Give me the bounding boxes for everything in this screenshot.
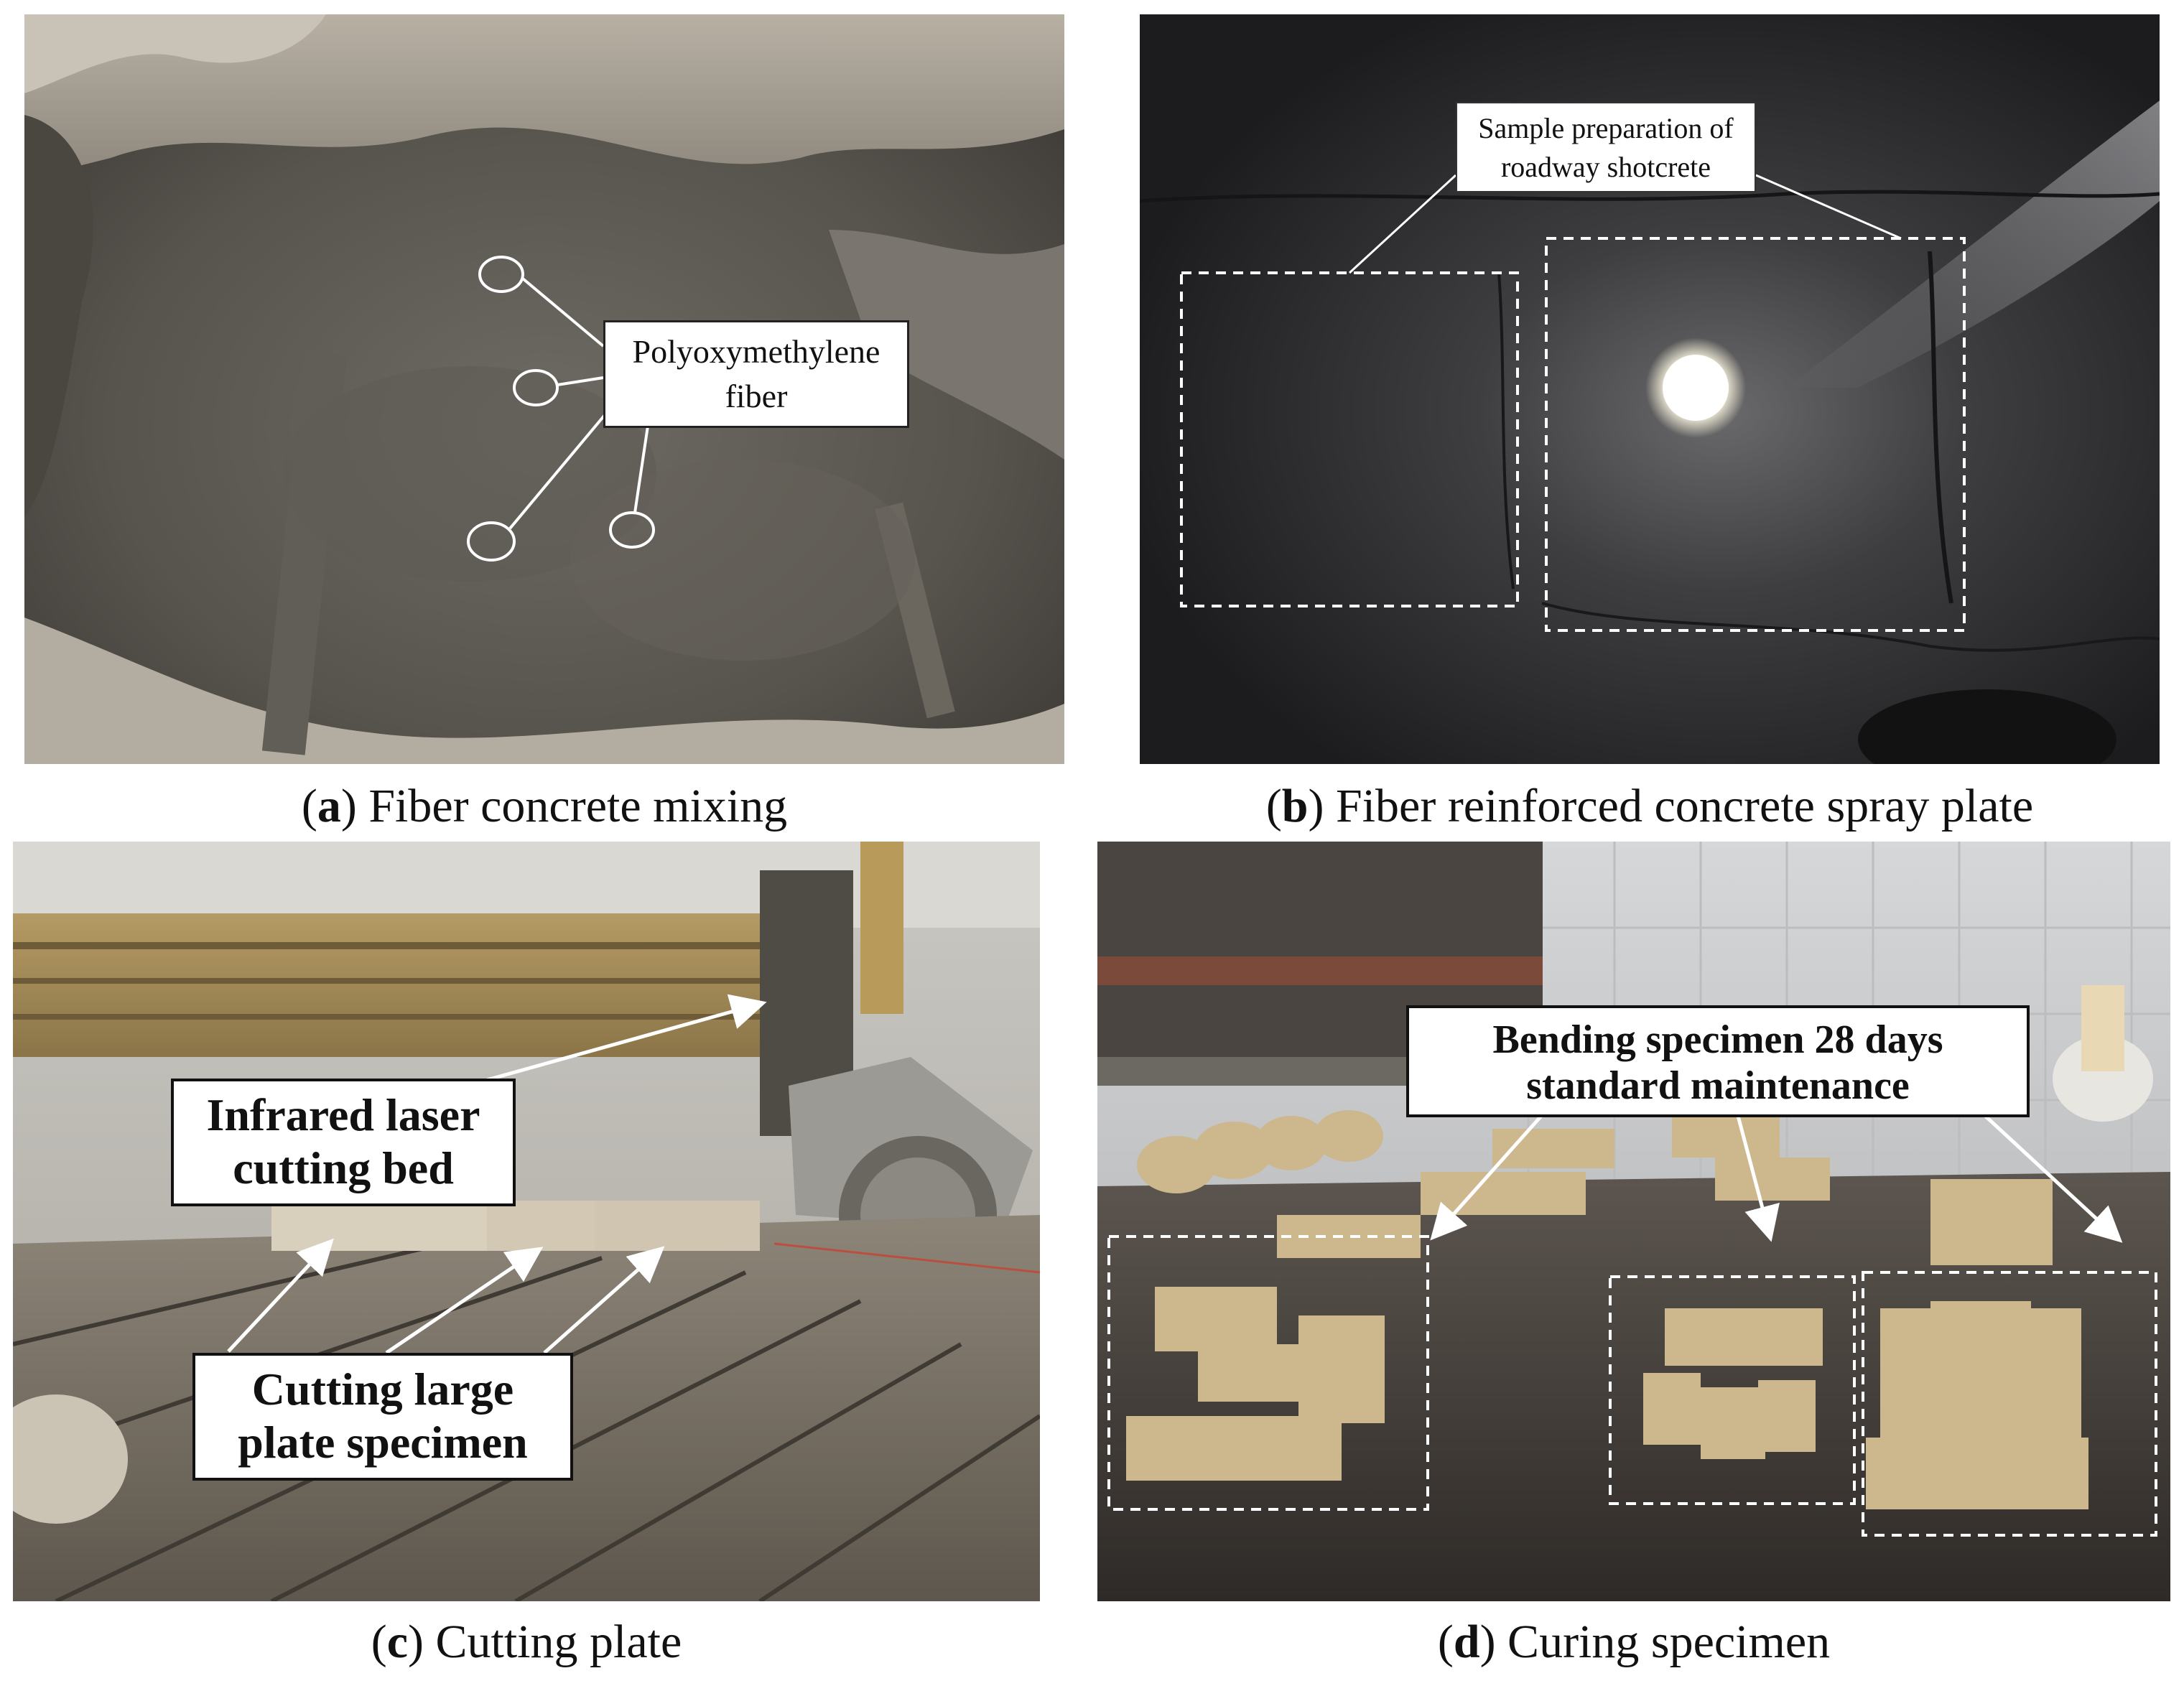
- label-line: Sample preparation of: [1478, 112, 1734, 144]
- sample-preparation-label: Sample preparation of roadway shotcrete: [1456, 102, 1756, 192]
- caption-text: Cutting plate: [423, 1616, 682, 1668]
- caption-letter: c: [386, 1616, 408, 1668]
- curing-specimen-photo: [1097, 842, 2170, 1601]
- label-line: fiber: [725, 378, 788, 414]
- infrared-laser-label: Infrared laser cutting bed: [171, 1079, 516, 1206]
- caption-letter: a: [317, 780, 341, 832]
- caption-c: (c) Cutting plate: [371, 1616, 682, 1668]
- caption-b: (b) Fiber reinforced concrete spray plat…: [1265, 780, 2034, 832]
- caption-letter: b: [1281, 780, 1309, 832]
- bending-specimen-label: Bending specimen 28 days standard mainte…: [1406, 1005, 2030, 1117]
- panel-b-photo: Sample preparation of roadway shotcrete: [1140, 14, 2160, 764]
- caption-d: (d) Curing specimen: [1437, 1616, 1831, 1668]
- cutting-plate-photo: [13, 842, 1040, 1601]
- label-line: standard maintenance: [1526, 1063, 1910, 1108]
- caption-a: (a) Fiber concrete mixing: [301, 780, 788, 832]
- panel-d-photo: Bending specimen 28 days standard mainte…: [1097, 842, 2170, 1601]
- cutting-large-plate-label: Cutting large plate specimen: [192, 1353, 573, 1481]
- panel-c-photo: Infrared laser cutting bed Cutting large…: [13, 842, 1040, 1601]
- label-line: Bending specimen 28 days: [1492, 1017, 1943, 1062]
- polyoxymethylene-fiber-label: Polyoxymethylene fiber: [603, 320, 909, 428]
- panel-a-photo: Polyoxymethylene fiber: [24, 14, 1064, 764]
- label-line: roadway shotcrete: [1500, 151, 1711, 183]
- label-line: Polyoxymethylene: [632, 333, 880, 370]
- caption-text: Curing specimen: [1495, 1616, 1831, 1668]
- caption-text: Fiber reinforced concrete spray plate: [1324, 780, 2034, 832]
- caption-letter: d: [1453, 1616, 1480, 1668]
- caption-text: Fiber concrete mixing: [356, 780, 788, 832]
- label-line: Cutting large: [251, 1364, 514, 1415]
- label-line: plate specimen: [238, 1417, 528, 1468]
- label-line: Infrared laser: [206, 1089, 480, 1140]
- label-line: cutting bed: [233, 1142, 454, 1193]
